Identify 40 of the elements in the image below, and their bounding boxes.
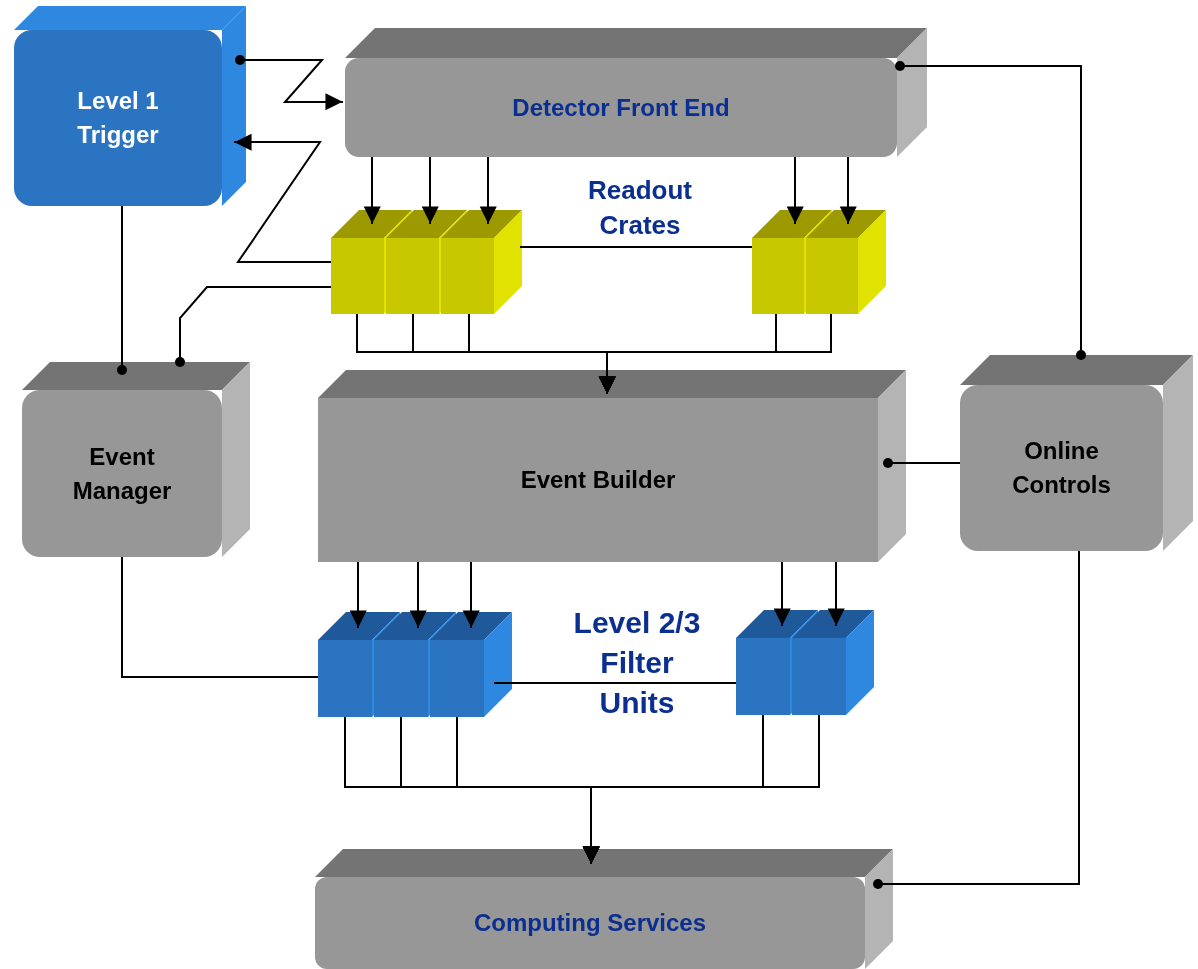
- block-label: Detector Front End: [512, 92, 730, 123]
- builder-block: [318, 370, 906, 562]
- services-block: [315, 849, 893, 969]
- connector: [363, 156, 381, 225]
- connector: [895, 61, 1086, 360]
- connector: [235, 55, 344, 111]
- connector: [598, 313, 832, 395]
- block-label: Event Manager: [71, 441, 173, 506]
- block-label: Online Controls: [1011, 436, 1112, 500]
- front-end-block: [345, 28, 927, 157]
- connector: [421, 156, 439, 225]
- manager-block: [22, 362, 250, 557]
- connector: [462, 561, 480, 629]
- filter-unit: [792, 610, 874, 715]
- connector: [175, 286, 332, 367]
- block-label: Computing Services: [473, 908, 707, 938]
- controls-block: [960, 355, 1193, 551]
- connector: [786, 156, 804, 225]
- filter-unit: [430, 612, 512, 717]
- connector: [773, 561, 791, 627]
- connector: [827, 561, 845, 627]
- group-label: Readout Crates: [587, 174, 693, 242]
- connector: [349, 561, 367, 629]
- connector: [839, 156, 857, 225]
- connector: [883, 458, 961, 468]
- readout-crate: [441, 210, 522, 314]
- connector: [117, 205, 127, 375]
- trigger-block: [14, 6, 246, 206]
- connector: [409, 561, 427, 629]
- connector: [873, 550, 1080, 889]
- connector: [233, 133, 332, 263]
- connector: [493, 682, 737, 684]
- connector: [121, 556, 319, 678]
- connector: [479, 156, 497, 225]
- readout-crate: [806, 210, 886, 314]
- connector: [582, 714, 820, 865]
- group-label: Level 2/3 Filter Units: [572, 605, 702, 721]
- connector: [519, 246, 753, 248]
- block-label: Level 1 Trigger: [76, 86, 160, 150]
- block-label: Event Builder: [520, 465, 676, 495]
